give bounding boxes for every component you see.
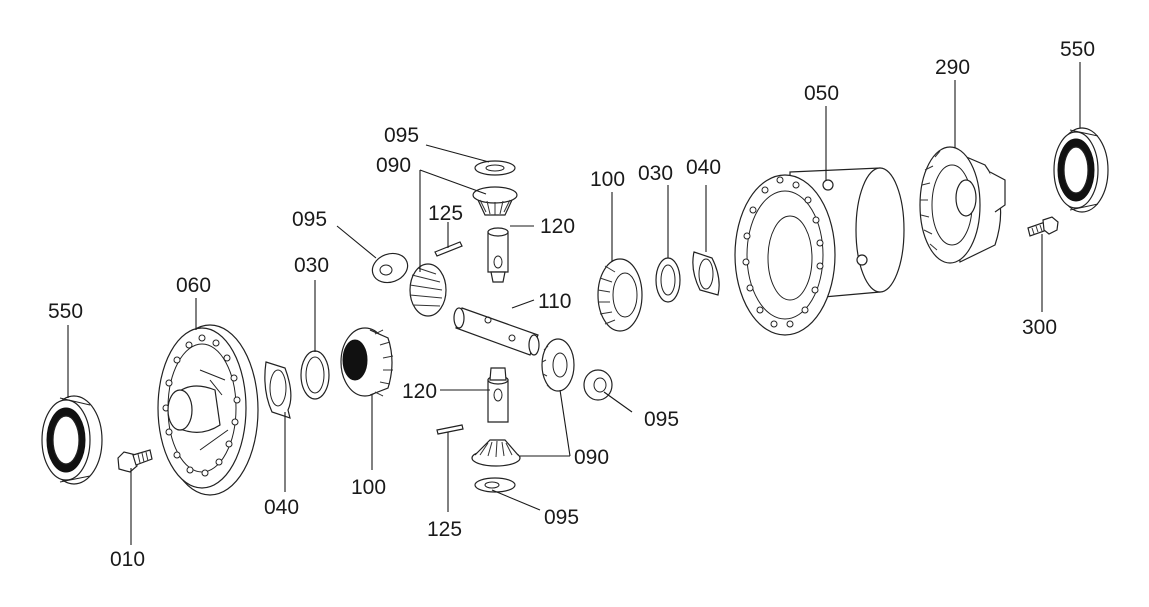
side-gear-100-left [340,327,394,397]
label-040-right: 040 [686,156,721,179]
washer-095-bottom [474,477,516,493]
side-gear-100-right [597,258,643,332]
housing-050 [734,167,905,336]
shaft-110-cross [453,307,540,356]
label-030-right: 030 [638,162,673,185]
pinion-090-left [409,263,447,317]
washer-095-top [474,160,516,176]
label-125-b: 125 [427,518,462,541]
shim-040-right [692,251,720,296]
label-120-a: 120 [540,215,575,238]
label-095-d: 095 [544,506,579,529]
label-120-b: 120 [402,380,437,403]
label-100-left: 100 [351,476,386,499]
shaft-120-top [487,227,509,283]
label-095-a: 095 [292,208,327,231]
label-300: 300 [1022,316,1057,339]
label-060: 060 [176,274,211,297]
bearing-550-right [1053,127,1109,213]
pin-125-bottom [436,424,464,435]
housing-060 [157,324,259,496]
shim-040-left [264,361,292,419]
label-050: 050 [804,82,839,105]
label-095-c: 095 [644,408,679,431]
label-290: 290 [935,56,970,79]
bearing-550-left [41,395,103,485]
shaft-120-bottom [487,367,509,423]
label-010: 010 [110,548,145,571]
label-090-b: 090 [574,446,609,469]
ring-030-right [655,257,681,303]
bolt-300 [1027,216,1059,237]
label-095-b: 095 [384,124,419,147]
pin-125-top [434,241,463,257]
washer-095-upper-left [371,252,409,284]
bolt-010 [117,449,153,473]
label-030-left: 030 [294,254,329,277]
washer-095-right [583,369,613,401]
crown-wheel-290 [919,146,1006,264]
part-labels: 550 010 060 040 030 100 095 095 090 125 … [48,38,1095,571]
label-550-left: 550 [48,300,83,323]
pinion-090-bottom [471,439,521,467]
label-125-a: 125 [428,202,463,225]
label-110: 110 [538,290,571,313]
pinion-090-right [541,338,575,392]
label-090-a: 090 [376,154,411,177]
label-100-right: 100 [590,168,625,191]
ring-030-left [300,350,330,400]
label-550-right: 550 [1060,38,1095,61]
label-040-left: 040 [264,496,299,519]
pinion-090-top [472,186,518,216]
leader-lines [67,62,1081,545]
